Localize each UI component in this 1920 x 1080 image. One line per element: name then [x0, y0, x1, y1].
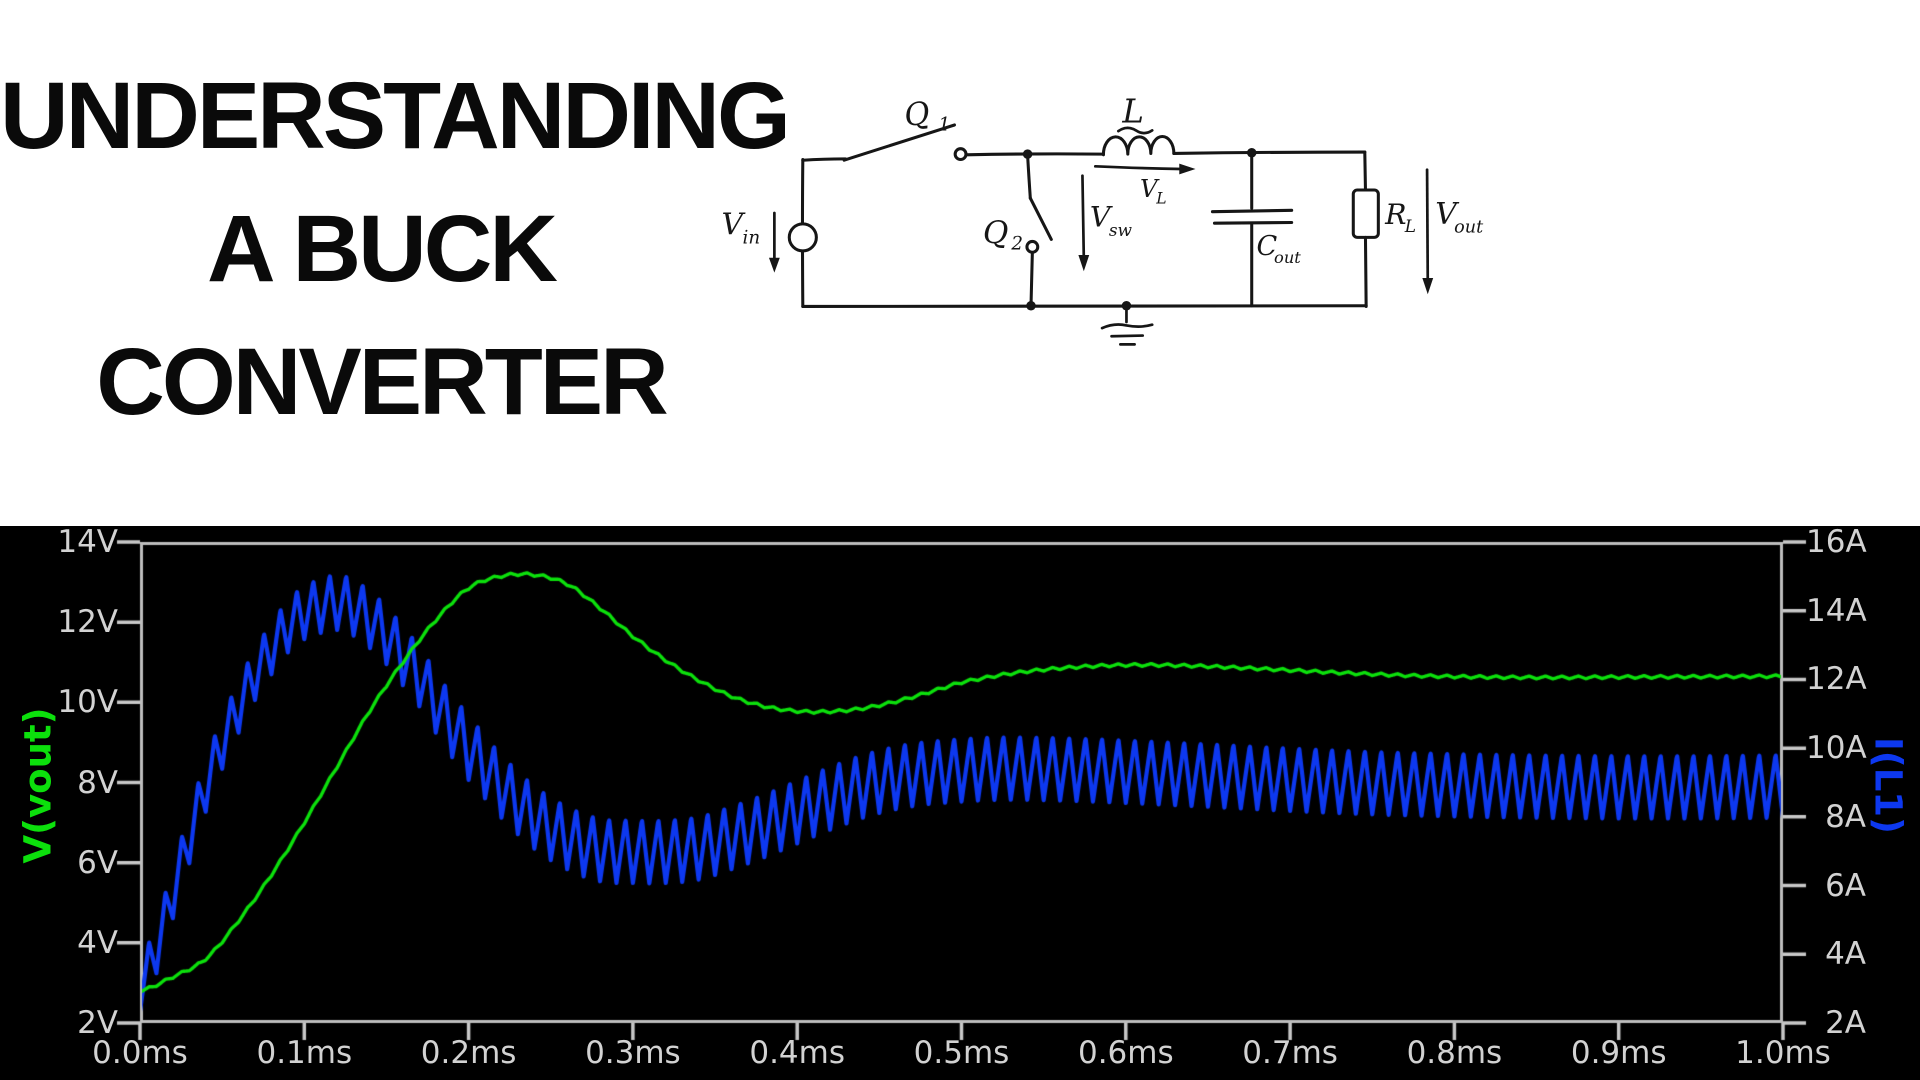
left-axis-tick-label: 14V: [57, 524, 118, 560]
inductor-label: L: [1121, 92, 1144, 130]
left-axis-tick-label: 12V: [57, 604, 118, 641]
title-line-1: UNDERSTANDING: [0, 63, 791, 169]
x-axis-tick-label: 0.6ms: [1077, 1035, 1174, 1071]
rl-wire-bottom: [1363, 235, 1368, 308]
ground-bar-2: [1110, 334, 1145, 338]
right-axis-tick-label: 6A: [1825, 867, 1866, 904]
q2-wire-top: [1026, 153, 1032, 200]
x-axis-tick-label: 0.2ms: [420, 1035, 517, 1071]
vin-arrow-head: [768, 257, 780, 273]
cout-label-sub: out: [1274, 248, 1301, 267]
x-axis-tick-label: 0.5ms: [913, 1035, 1010, 1071]
right-axis-tick-label: 2A: [1825, 1005, 1866, 1041]
vin-source-circle: [787, 222, 818, 253]
buck-converter-schematic: V in Q 1 Q 2 V sw L V L C out R L V out: [722, 92, 1484, 346]
q1-switch-lever: [842, 123, 957, 162]
q2-wire-bottom: [1029, 251, 1034, 308]
page-title: UNDERSTANDING A BUCK CONVERTER: [0, 50, 791, 449]
rl-label: R: [1384, 198, 1406, 231]
right-axis-label-il1: I(L1): [1866, 737, 1910, 834]
x-axis-tick-label: 1.0ms: [1735, 1035, 1831, 1071]
vout-label-sub: out: [1454, 218, 1484, 238]
q1-switch-contact: [953, 147, 968, 162]
q2-label: Q: [983, 215, 1009, 251]
inductor-coils: [1101, 135, 1176, 157]
waveform-plot: [0, 526, 1920, 1080]
right-axis-tick-label: 4A: [1825, 936, 1866, 973]
left-axis-tick-label: 4V: [77, 924, 118, 961]
title-line-3: CONVERTER: [96, 329, 668, 435]
cout-plate-top: [1210, 208, 1294, 214]
cout-plate-bottom: [1212, 220, 1294, 225]
x-axis-tick-label: 0.4ms: [749, 1035, 846, 1071]
vl-label: V: [1140, 174, 1160, 203]
x-axis-tick-label: 0.0ms: [92, 1035, 188, 1071]
vsw-label-sub: sw: [1109, 220, 1133, 240]
x-axis-tick-label: 0.1ms: [256, 1035, 353, 1071]
right-axis-tick-label: 8A: [1825, 798, 1866, 835]
ground-bar-1: [1100, 323, 1154, 330]
wire-bottom: [801, 304, 1368, 308]
vout-arrow-head: [1422, 278, 1434, 295]
right-axis-tick-label: 10A: [1806, 730, 1867, 767]
vout-label: V: [1435, 197, 1460, 232]
q2-switch-contact: [1025, 239, 1040, 254]
left-axis-tick-label: 8V: [77, 764, 118, 801]
vsw-label: V: [1090, 201, 1113, 234]
rl-resistor-body: [1351, 188, 1380, 239]
left-axis-tick-label: 6V: [77, 844, 118, 881]
vl-arrow-line: [1093, 164, 1182, 171]
q2-switch-lever: [1028, 196, 1053, 241]
rl-label-sub: L: [1404, 216, 1416, 236]
wire-top-right: [1172, 150, 1367, 155]
left-axis-tick-label: 2V: [77, 1005, 118, 1041]
simulation-plot-panel: [0, 526, 1920, 1080]
right-axis-tick-label: 14A: [1806, 592, 1867, 629]
vout-arrow-line: [1425, 168, 1430, 283]
wire-corner-right: [1363, 150, 1367, 192]
right-axis-tick-label: 12A: [1806, 661, 1867, 698]
title-line-2: A BUCK: [207, 196, 558, 302]
x-axis-tick-label: 0.8ms: [1406, 1035, 1503, 1071]
x-axis-tick-label: 0.9ms: [1570, 1035, 1667, 1071]
wire-top-mid: [964, 152, 1105, 157]
q1-label-sub: 1: [938, 113, 950, 135]
right-axis-tick-label: 16A: [1806, 524, 1867, 560]
vl-arrow-head: [1179, 163, 1196, 175]
cout-label: C: [1256, 231, 1277, 262]
q2-label-sub: 2: [1010, 234, 1023, 255]
vsw-arrow-line: [1081, 174, 1086, 260]
q1-label: Q: [902, 95, 932, 134]
wire-top-left: [801, 157, 847, 162]
vsw-arrow-head: [1078, 255, 1090, 272]
vin-label: V: [722, 208, 747, 243]
inductor-label-tilde: [1116, 126, 1154, 135]
vin-label-sub: in: [743, 227, 761, 248]
x-axis-tick-label: 0.3ms: [585, 1035, 681, 1071]
left-axis-tick-label: 10V: [57, 684, 118, 721]
vl-label-sub: L: [1155, 190, 1166, 208]
x-axis-tick-label: 0.7ms: [1242, 1035, 1338, 1071]
